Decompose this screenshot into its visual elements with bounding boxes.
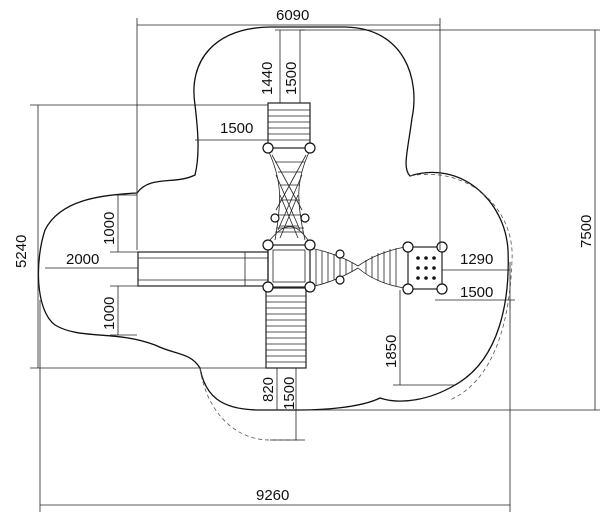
top-ladder: [267, 102, 311, 149]
dim-left-height: 5240: [13, 235, 30, 268]
right-deck: [407, 246, 443, 290]
dim-bottom-width: 9260: [256, 487, 289, 504]
dim-slide-lower: 1000: [101, 297, 118, 330]
right-bridge-1: [309, 247, 359, 288]
dim-slide-length: 2000: [66, 251, 99, 268]
top-bridge: [267, 149, 311, 241]
dim-bottom-ladder-gap: 1850: [383, 335, 400, 368]
posts: [262, 142, 448, 295]
safety-zone-outline: [37, 26, 509, 411]
dim-top-ladder-a: 1440: [259, 62, 276, 95]
right-bridge-2: [357, 246, 406, 289]
dim-bottom-ladder-a: 820: [260, 377, 277, 402]
dim-bottom-ladder-b: 1500: [281, 377, 298, 410]
central-tower: [267, 225, 311, 288]
dim-right-height: 7500: [578, 215, 595, 248]
bottom-ladder: [265, 287, 307, 369]
secondary-zone-dashed: [409, 174, 513, 401]
dimension-lines: [30, 18, 600, 512]
dim-top-width: 6090: [276, 7, 309, 24]
dim-top-offset: 1500: [220, 120, 253, 137]
dim-right-deck: 1290: [460, 251, 493, 268]
slide: [137, 251, 269, 287]
dim-top-ladder-b: 1500: [283, 62, 300, 95]
dim-slide-upper: 1000: [101, 212, 118, 245]
dim-right-offset: 1500: [460, 284, 493, 301]
secondary-zone-dashed-bottom: [199, 367, 300, 441]
